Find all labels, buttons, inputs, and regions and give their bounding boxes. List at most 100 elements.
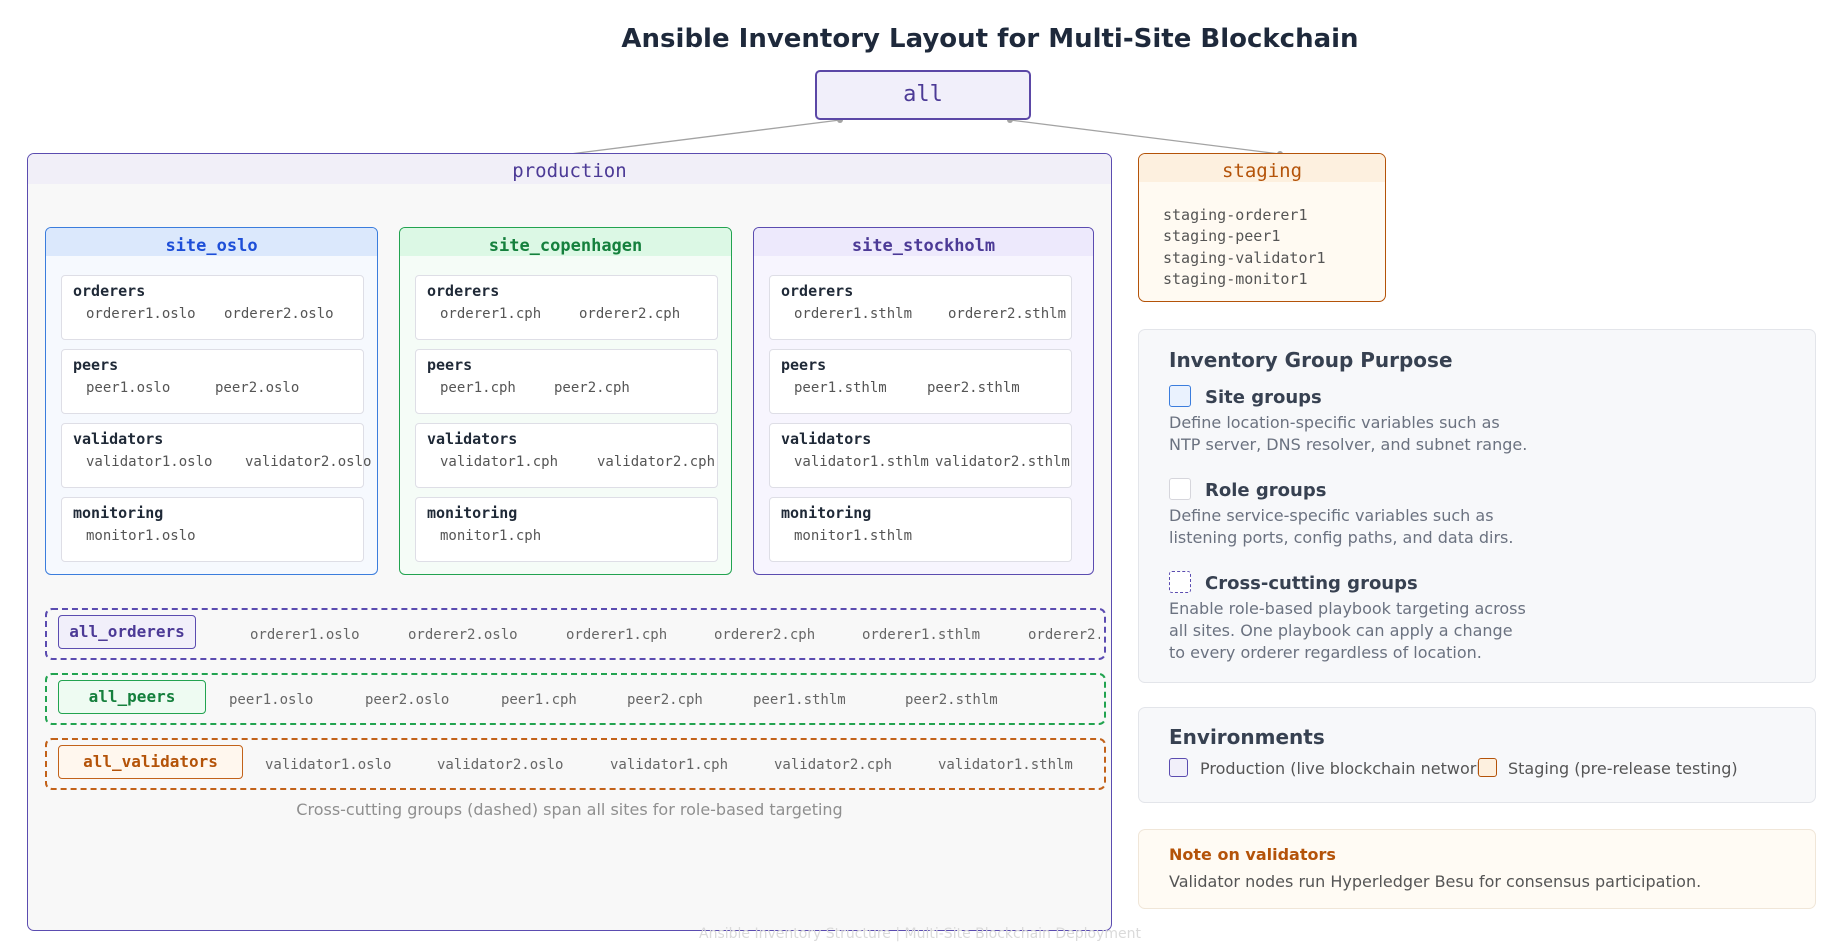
legend-item-desc: NTP server, DNS resolver, and subnet ran… [1169, 435, 1528, 454]
role-group-validators[interactable]: validators validator1.sthlm validator2.s… [769, 423, 1072, 488]
site-label: site_oslo [165, 236, 258, 256]
all-group-node[interactable]: all [815, 70, 1031, 120]
role-label: peers [73, 356, 119, 374]
role-group-peers[interactable]: peers peer1.oslo peer2.oslo [61, 349, 364, 414]
role-group-monitoring[interactable]: monitoring monitor1.oslo [61, 497, 364, 562]
cross-cutting-caption: Cross-cutting groups (dashed) span all s… [296, 800, 843, 819]
host-label: orderer1.cph [440, 306, 542, 322]
legend-item-desc: Enable role-based playbook targeting acr… [1169, 599, 1526, 618]
host-label: staging-orderer1 [1163, 206, 1308, 224]
host-label: orderer1.oslo [86, 306, 196, 322]
env-item-production: Production (live blockchain network) [1200, 759, 1480, 778]
role-group-monitoring[interactable]: monitoring monitor1.cph [415, 497, 718, 562]
cross-group-badge[interactable]: all_orderers [58, 615, 196, 649]
site-header [400, 228, 731, 256]
footer-text: Ansible Inventory Structure | Multi-Site… [699, 926, 1141, 942]
role-group-orderers[interactable]: orderers orderer1.cph orderer2.cph [415, 275, 718, 340]
role-label: orderers [73, 282, 146, 300]
role-group-peers[interactable]: peers peer1.cph peer2.cph [415, 349, 718, 414]
host-label: peer2.cph [627, 692, 703, 708]
cross-group-badge[interactable]: all_validators [58, 745, 243, 779]
site-label: site_stockholm [851, 236, 996, 256]
legend-item-desc: Define service-specific variables such a… [1169, 506, 1494, 525]
host-label: peer2.sthlm [905, 692, 998, 708]
legend-item-desc: listening ports, config paths, and data … [1169, 528, 1514, 547]
role-label: peers [781, 356, 827, 374]
host-label: validator1.cph [440, 454, 559, 470]
role-label: monitoring [73, 504, 164, 522]
diagram-title: Ansible Inventory Layout for Multi-Site … [621, 24, 1359, 54]
legend-item-title: Site groups [1205, 387, 1322, 408]
site-oslo-group[interactable]: site_oslo orderers orderer1.oslo orderer… [45, 227, 378, 575]
purpose-legend-panel: Inventory Group Purpose Site groups Defi… [1138, 329, 1816, 683]
host-label: peer1.cph [501, 692, 577, 708]
role-label: monitoring [781, 504, 872, 522]
legend-item-desc: to every orderer regardless of location. [1169, 643, 1482, 662]
host-label: validator2.cph [597, 454, 716, 470]
host-label: orderer2.sthlm [1028, 627, 1100, 643]
legend-item-desc: Define location-specific variables such … [1169, 413, 1500, 432]
host-label: peer2.oslo [365, 692, 450, 708]
host-label: validator1.cph [610, 757, 729, 773]
site-group-swatch-icon [1169, 385, 1191, 407]
role-label: validators [73, 430, 164, 448]
note-title: Note on validators [1169, 845, 1336, 864]
role-group-validators[interactable]: validators validator1.oslo validator2.os… [61, 423, 371, 488]
role-group-orderers[interactable]: orderers orderer1.oslo orderer2.oslo [61, 275, 364, 340]
host-label: orderer2.cph [714, 627, 816, 643]
host-label: orderer2.cph [579, 306, 681, 322]
site-copenhagen-group[interactable]: site_copenhagen orderers orderer1.cph or… [399, 227, 732, 575]
staging-group[interactable]: staging staging-orderer1 staging-peer1 s… [1138, 153, 1386, 302]
note-text: Validator nodes run Hyperledger Besu for… [1169, 872, 1702, 891]
host-label: orderer2.sthlm [948, 306, 1067, 322]
host-label: validator2.sthlm [935, 454, 1070, 470]
role-group-validators[interactable]: validators validator1.cph validator2.cph [415, 423, 718, 488]
cross-cutting-swatch-icon [1169, 571, 1191, 593]
cross-group-badge[interactable]: all_peers [58, 680, 206, 714]
site-header [754, 228, 1093, 256]
host-label: orderer1.cph [566, 627, 668, 643]
host-label: peer1.sthlm [753, 692, 846, 708]
legend-item-title: Role groups [1205, 480, 1327, 501]
host-label: peer1.cph [440, 380, 516, 396]
host-label: peer2.cph [554, 380, 630, 396]
host-label: validator1.oslo [86, 454, 213, 470]
staging-label: staging [1221, 160, 1303, 182]
host-label: validator1.sthlm [938, 757, 1073, 773]
role-group-peers[interactable]: peers peer1.sthlm peer2.sthlm [769, 349, 1072, 414]
legend-item-title: Cross-cutting groups [1205, 573, 1418, 594]
host-label: validator2.oslo [245, 454, 372, 470]
production-header [28, 154, 1111, 184]
host-label: peer2.sthlm [927, 380, 1020, 396]
host-label: validator1.sthlm [794, 454, 929, 470]
site-header [46, 228, 377, 256]
role-group-swatch-icon [1169, 478, 1191, 500]
role-label: validators [781, 430, 872, 448]
role-group-monitoring[interactable]: monitoring monitor1.sthlm [769, 497, 1072, 562]
cross-group-all-validators[interactable]: all_validators validator1.oslo validator… [45, 738, 1106, 790]
host-label: peer1.sthlm [794, 380, 887, 396]
cross-group-all-peers[interactable]: all_peers peer1.oslo peer2.oslo peer1.cp… [45, 673, 1106, 725]
host-label: orderer1.oslo [250, 627, 360, 643]
site-label: site_copenhagen [488, 236, 643, 256]
host-label: staging-peer1 [1163, 227, 1281, 245]
host-label: peer2.oslo [215, 380, 300, 396]
cross-group-all-orderers[interactable]: all_orderers orderer1.oslo orderer2.oslo… [45, 608, 1106, 660]
host-label: validator2.oslo [437, 757, 564, 773]
environments-legend-panel: Environments Production (live blockchain… [1138, 707, 1816, 803]
host-label: staging-validator1 [1163, 249, 1326, 267]
host-label: orderer2.oslo [408, 627, 518, 643]
host-label: validator2.cph [774, 757, 893, 773]
staging-swatch-icon [1478, 758, 1497, 777]
site-stockholm-group[interactable]: site_stockholm orderers orderer1.sthlm o… [753, 227, 1094, 575]
legend-item-desc: all sites. One playbook can apply a chan… [1169, 621, 1513, 640]
host-label: orderer1.sthlm [862, 627, 981, 643]
production-label: production [512, 160, 627, 182]
host-label: orderer2.oslo [224, 306, 334, 322]
host-label: monitor1.sthlm [794, 528, 913, 544]
role-group-orderers[interactable]: orderers orderer1.sthlm orderer2.sthlm [769, 275, 1072, 340]
host-label: staging-monitor1 [1163, 270, 1308, 288]
host-label: validator1.oslo [265, 757, 392, 773]
production-swatch-icon [1169, 758, 1188, 777]
role-label: orderers [781, 282, 854, 300]
